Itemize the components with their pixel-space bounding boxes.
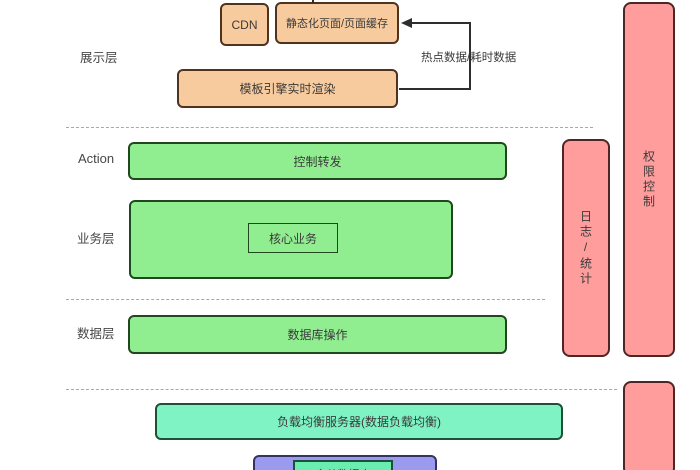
separator-business-data xyxy=(66,299,545,300)
separator-display-action xyxy=(66,127,593,128)
node-template-engine: 模板引擎实时渲染 xyxy=(177,69,398,108)
node-permission-control: 权限控制 xyxy=(623,2,675,357)
node-static-page-cache: 静态化页面/页面缓存 xyxy=(275,2,399,44)
layer-label-business: 业务层 xyxy=(77,232,115,246)
separator-data-infra xyxy=(66,389,617,390)
feedback-arrow-head xyxy=(401,18,412,28)
node-permission-control-lower xyxy=(623,381,675,470)
node-master-slave-db: 主从数据库 xyxy=(293,460,393,470)
node-core-business: 核心业务 xyxy=(248,223,338,253)
node-db-operation: 数据库操作 xyxy=(128,315,507,354)
node-load-balancer: 负载均衡服务器(数据负载均衡) xyxy=(155,403,563,440)
layer-label-data: 数据层 xyxy=(77,327,115,341)
layer-label-display: 展示层 xyxy=(80,51,118,65)
node-control-forward: 控制转发 xyxy=(128,142,507,180)
label-hot-data: 热点数据/耗时数据 xyxy=(421,52,517,64)
node-log-stats: 日志/统计 xyxy=(562,139,610,357)
node-cdn: CDN xyxy=(220,3,269,46)
layer-label-action: Action xyxy=(78,151,115,166)
